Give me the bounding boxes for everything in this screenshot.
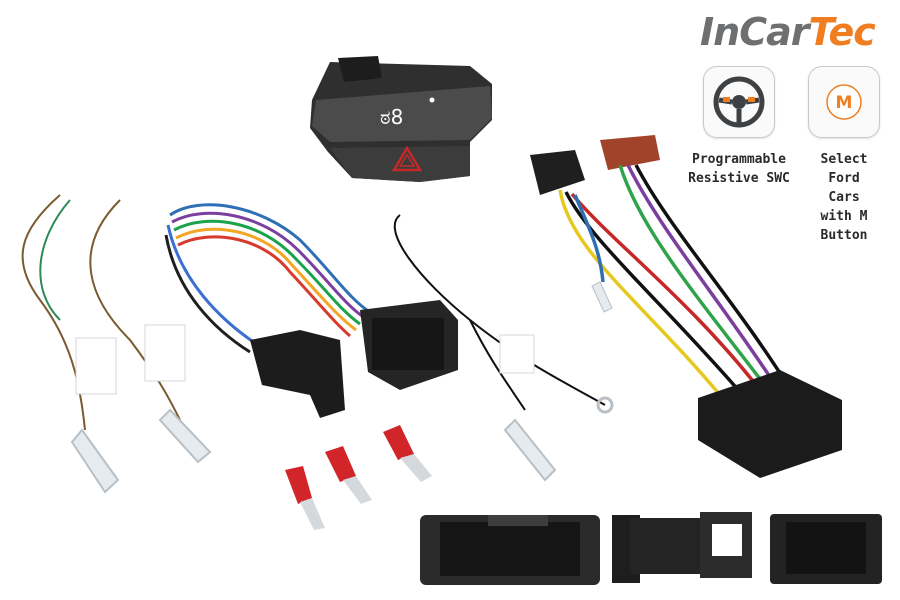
m-button-feature-caption: Select Ford Cars with M Button: [820, 152, 868, 243]
speed-wire: [393, 214, 614, 482]
spade-terminals-left: [70, 408, 212, 494]
adapter-loom-middle: [164, 203, 371, 354]
brand-logo: InCarTec: [700, 10, 876, 54]
plug-face-large: [420, 515, 600, 585]
switch-symbol: ಠ8: [380, 105, 403, 129]
plug-black-left: [250, 330, 345, 418]
swc-feature-badge: [703, 66, 775, 138]
label-tag-left: [75, 324, 186, 395]
iso-harness: [530, 135, 842, 478]
m-button-icon: M: [826, 84, 862, 120]
hazard-switch-unit: ಠ8: [310, 56, 492, 182]
m-button-letter: M: [836, 93, 853, 113]
brand-logo-part2: Tec: [808, 10, 875, 54]
plug-face-small: [770, 514, 882, 584]
steering-wheel-icon: [713, 76, 765, 128]
plug-black-right: [360, 300, 458, 390]
m-button-feature-badge: M: [808, 66, 880, 138]
wire-left-pair: [21, 194, 181, 431]
plug-face-medium: [612, 512, 752, 583]
swc-feature-caption: Programmable Resistive SWC: [688, 152, 790, 186]
bullet-connectors: [285, 425, 432, 530]
brand-logo-part1: InCar: [700, 10, 809, 54]
